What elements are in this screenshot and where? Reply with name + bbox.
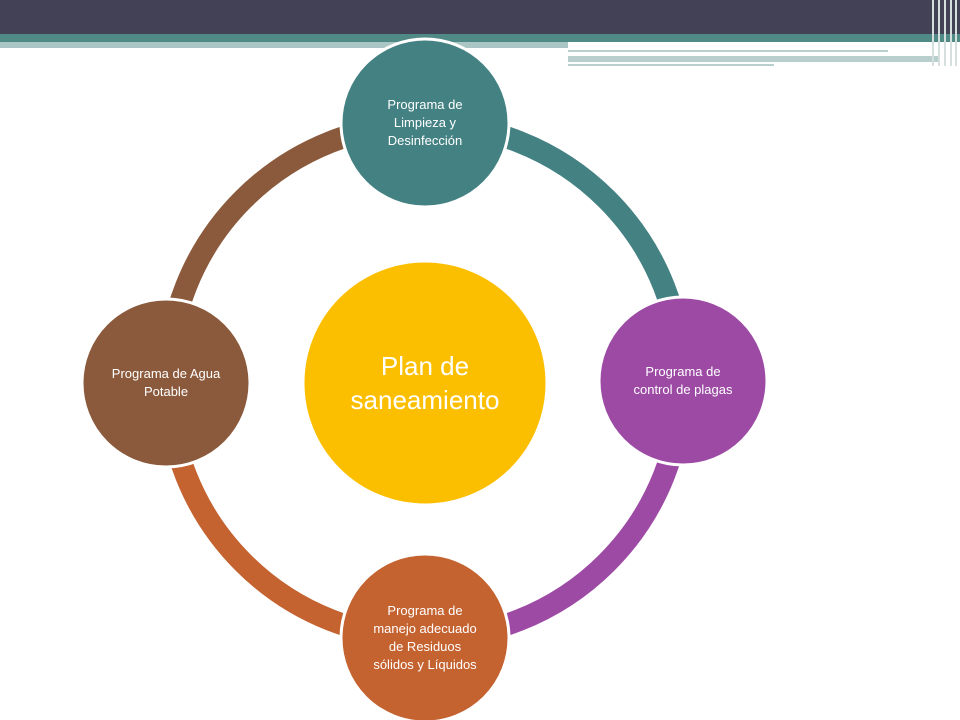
header-accent-line [568, 50, 888, 52]
node-circle-agua [80, 297, 252, 469]
center-circle [301, 259, 549, 507]
header-light-teal-bar [0, 42, 568, 48]
header-dark-bar [0, 0, 960, 34]
node-circle-plagas [597, 295, 769, 467]
header-stripes [930, 0, 960, 66]
node-circle-residuos [339, 552, 511, 720]
node-circle-limpieza [339, 37, 511, 209]
header-accent-line [568, 64, 774, 66]
header-teal-bar [0, 34, 960, 42]
node-label-agua: Programa de Agua Potable [111, 366, 221, 399]
center-label: Plan de saneamiento [350, 351, 500, 415]
node-label-limpieza: Programa de Limpieza y Desinfección [387, 97, 463, 148]
header-accent-line [568, 56, 938, 62]
node-label-plagas: Programa de control de plagas [633, 364, 733, 397]
node-label-residuos: Programa de manejo adecuado de Residuos … [373, 603, 477, 672]
